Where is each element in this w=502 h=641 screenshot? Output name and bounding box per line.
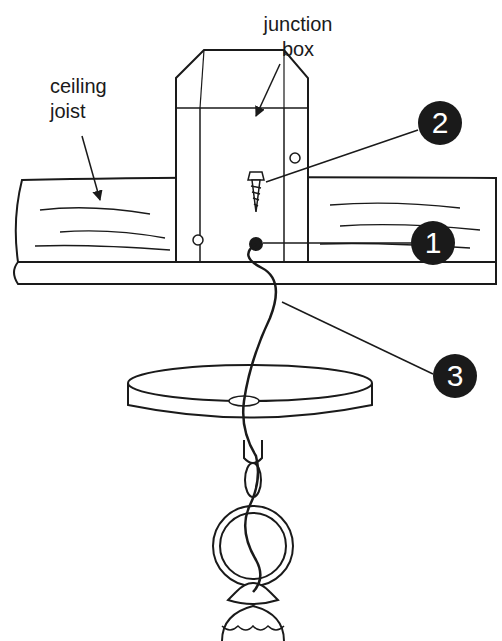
fixture-wire [243, 244, 276, 592]
mounting-screw [248, 172, 264, 212]
callout-number: 3 [433, 354, 477, 398]
callout-number: 2 [418, 101, 462, 145]
part-label: junction box [250, 12, 346, 62]
callout-number: 1 [411, 221, 455, 265]
leader-lines [82, 64, 433, 374]
callout-circles [411, 101, 477, 398]
junction-box [176, 50, 308, 262]
fixture-hook-and-chain [213, 440, 293, 641]
part-label: ceiling joist [50, 74, 130, 124]
